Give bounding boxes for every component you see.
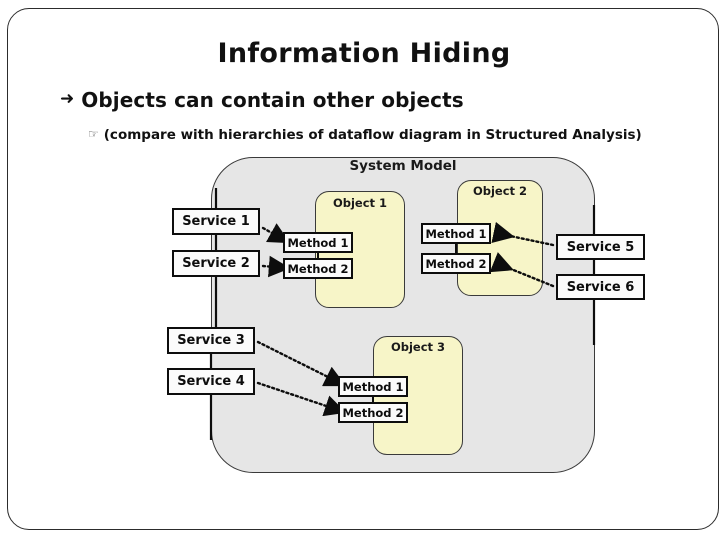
object-3-method-1-box[interactable]: Method 1 — [338, 376, 408, 397]
object-1-label: Object 1 — [332, 196, 388, 210]
object-1-method-2-box[interactable]: Method 2 — [283, 258, 353, 279]
page-title: Information Hiding — [217, 38, 511, 69]
system-model-label: System Model — [349, 158, 457, 174]
service-4-box[interactable]: Service 4 — [167, 368, 255, 395]
pointing-hand-icon: ☞ — [88, 127, 99, 141]
object-2-label: Object 2 — [472, 184, 528, 198]
sub-bullet-text: (compare with hierarchies of dataflow di… — [103, 127, 642, 143]
sub-bullet-item: ☞ (compare with hierarchies of dataflow … — [88, 127, 642, 143]
service-1-box[interactable]: Service 1 — [172, 208, 260, 235]
bullet-text: Objects can contain other objects — [81, 88, 464, 112]
object-1-method-1-box[interactable]: Method 1 — [283, 232, 353, 253]
bullet-item: ➜ Objects can contain other objects — [60, 88, 464, 112]
arrow-right-icon: ➜ — [60, 88, 75, 109]
object-3-method-2-box[interactable]: Method 2 — [338, 402, 408, 423]
object-3-label: Object 3 — [390, 340, 446, 354]
service-6-box[interactable]: Service 6 — [556, 274, 645, 300]
service-3-box[interactable]: Service 3 — [167, 327, 255, 354]
object-2-method-2-box[interactable]: Method 2 — [421, 253, 491, 274]
object-2-method-1-box[interactable]: Method 1 — [421, 223, 491, 244]
service-2-box[interactable]: Service 2 — [172, 250, 260, 277]
service-5-box[interactable]: Service 5 — [556, 234, 645, 260]
